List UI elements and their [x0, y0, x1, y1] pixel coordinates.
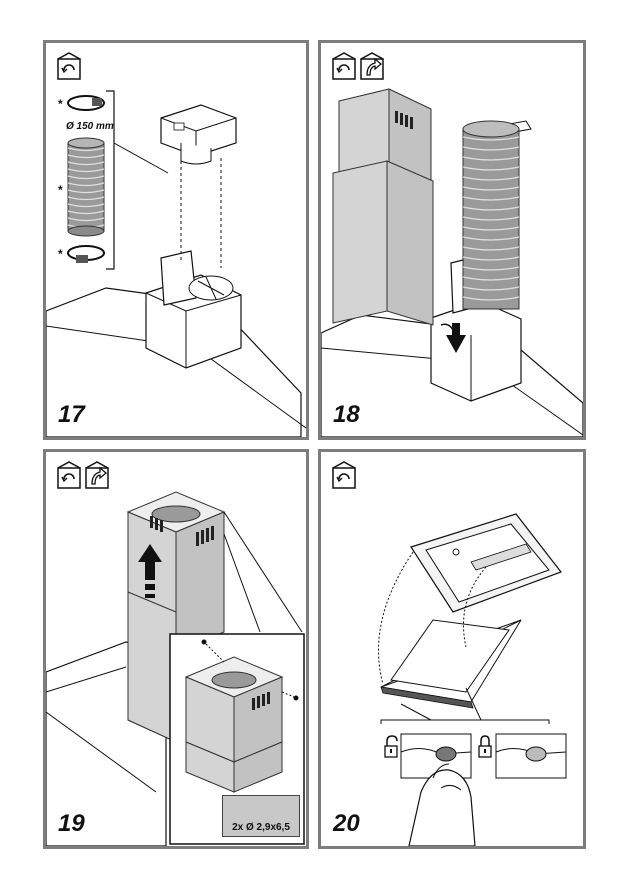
- step-19-illustration: [46, 452, 306, 846]
- screw-spec-box: 2x Ø 2,9x6,5: [222, 795, 300, 837]
- flexible-duct: [68, 138, 104, 236]
- step-17-panel: Ø 150 mm * * * 17: [43, 40, 309, 440]
- step-17-illustration: [46, 43, 306, 437]
- extraction-mode-icon: [361, 53, 383, 79]
- hose-clamp-bottom: [68, 246, 104, 263]
- recirculation-mode-icon: [58, 53, 80, 79]
- step-20-panel: 20: [318, 449, 586, 849]
- step-18-illustration: [321, 43, 583, 437]
- clamp-marker: *: [58, 97, 63, 111]
- duct-marker: *: [58, 183, 63, 197]
- duct-diameter-label: Ø 150 mm: [66, 121, 114, 132]
- step-number: 17: [58, 401, 85, 429]
- recirculation-mode-icon: [58, 462, 80, 488]
- unlocked-padlock-icon: [385, 736, 397, 757]
- screw-spec-label: 2x Ø 2,9x6,5: [223, 822, 299, 833]
- step-number: 19: [58, 810, 85, 838]
- step-19-panel: 2x Ø 2,9x6,5 19: [43, 449, 309, 849]
- hose-clamp-top: [68, 96, 104, 110]
- step-18-panel: 18: [318, 40, 586, 440]
- extraction-mode-icon: [86, 462, 108, 488]
- air-outlet-connector: [161, 105, 236, 164]
- chimney-cover: [333, 89, 433, 325]
- grease-filter-panel: [381, 620, 521, 708]
- recirculation-mode-icon: [333, 462, 355, 488]
- locked-padlock-icon: [479, 736, 491, 757]
- hood-underside: [411, 514, 561, 612]
- step-20-illustration: [321, 452, 583, 846]
- hood-body: [146, 251, 241, 368]
- lock-detail: [496, 734, 566, 778]
- clamp-marker: *: [58, 247, 63, 261]
- step-number: 18: [333, 401, 360, 429]
- flexible-duct: [463, 121, 519, 309]
- step-number: 20: [333, 810, 360, 838]
- recirculation-mode-icon: [333, 53, 355, 79]
